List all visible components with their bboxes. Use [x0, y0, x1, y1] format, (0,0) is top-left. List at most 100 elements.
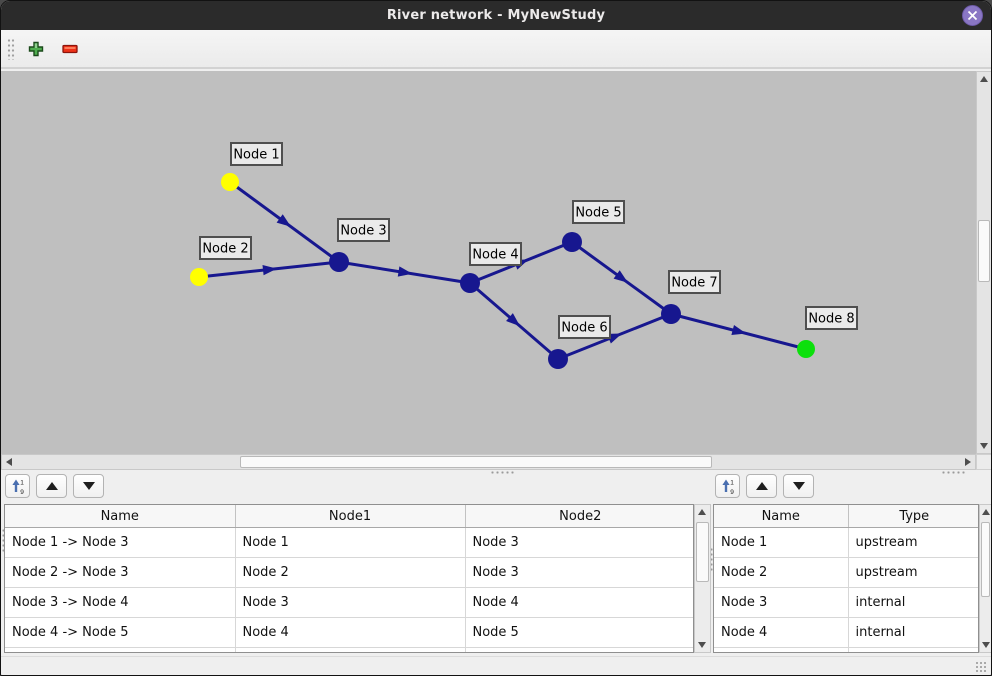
- table-cell[interactable]: [714, 647, 849, 652]
- node-table-scrollbar[interactable]: [979, 504, 991, 653]
- scroll-right-arrow[interactable]: [961, 455, 975, 469]
- table-cell[interactable]: Node 4: [235, 617, 466, 648]
- scroll-down-arrow[interactable]: [977, 439, 991, 453]
- column-header-node2[interactable]: Node2: [465, 505, 693, 528]
- node-sort-button[interactable]: 1 9: [715, 474, 740, 498]
- titlebar[interactable]: River network - MyNewStudy: [1, 1, 991, 31]
- window-title: River network - MyNewStudy: [386, 8, 606, 23]
- table-cell[interactable]: [5, 647, 236, 652]
- splitter-handle-left[interactable]: [490, 471, 516, 474]
- table-cell[interactable]: Node 4: [465, 587, 693, 618]
- branch-sort-button[interactable]: 1 9: [5, 474, 30, 498]
- table-cell[interactable]: internal: [848, 587, 978, 618]
- add-node-button[interactable]: [23, 36, 49, 62]
- flow-arrow-icon: [276, 214, 291, 227]
- table-cell[interactable]: Node 2 -> Node 3: [5, 557, 236, 588]
- scroll-thumb[interactable]: [696, 522, 709, 582]
- table-cell[interactable]: upstream: [848, 557, 978, 588]
- column-header-type[interactable]: Type: [848, 505, 978, 528]
- table-cell[interactable]: [235, 647, 466, 652]
- scroll-up-arrow[interactable]: [695, 505, 709, 519]
- scroll-down-arrow[interactable]: [979, 638, 991, 652]
- table-cell[interactable]: Node 1: [714, 527, 849, 558]
- remove-node-button[interactable]: [57, 36, 83, 62]
- resize-grip[interactable]: [975, 661, 987, 673]
- node-label-box[interactable]: [230, 142, 283, 166]
- branch-row-partial[interactable]: [5, 647, 693, 652]
- node-node6[interactable]: [548, 349, 568, 369]
- node-node8[interactable]: [797, 340, 815, 358]
- table-cell[interactable]: upstream: [848, 527, 978, 558]
- node-node1[interactable]: [221, 173, 239, 191]
- node-move-up-button[interactable]: [746, 474, 777, 498]
- node-table-toolbar: 1 9: [715, 474, 814, 498]
- table-cell[interactable]: Node 3: [465, 557, 693, 588]
- table-cell[interactable]: Node 2: [235, 557, 466, 588]
- node-label-box[interactable]: [558, 315, 611, 339]
- node-label-text: Node 8: [808, 312, 854, 327]
- table-cell[interactable]: Node 5: [465, 617, 693, 648]
- branch-move-down-button[interactable]: [73, 474, 104, 498]
- node-label-box[interactable]: [572, 200, 625, 224]
- scroll-up-arrow[interactable]: [979, 505, 991, 519]
- node-label-box[interactable]: [668, 270, 721, 294]
- table-cell[interactable]: Node 3: [465, 527, 693, 558]
- table-cell[interactable]: Node 4: [714, 617, 849, 648]
- node-node5[interactable]: [562, 232, 582, 252]
- vertical-scroll-thumb[interactable]: [978, 220, 990, 282]
- toolbar-drag-handle[interactable]: [7, 37, 15, 60]
- branch-table-scrollbar[interactable]: [694, 504, 711, 653]
- table-cell[interactable]: Node 3: [235, 587, 466, 618]
- node-node7[interactable]: [661, 304, 681, 324]
- panel-divider-handle[interactable]: [710, 547, 713, 573]
- scroll-left-arrow[interactable]: [2, 455, 16, 469]
- node-label-box[interactable]: [469, 242, 522, 266]
- table-cell[interactable]: Node 4 -> Node 5: [5, 617, 236, 648]
- table-cell[interactable]: Node 1: [235, 527, 466, 558]
- table-cell[interactable]: Node 1 -> Node 3: [5, 527, 236, 558]
- node-row-partial[interactable]: [714, 647, 978, 652]
- table-cell[interactable]: Node 2: [714, 557, 849, 588]
- scroll-up-arrow[interactable]: [977, 72, 991, 86]
- left-panel-handle[interactable]: [2, 528, 5, 554]
- node-label-text: Node 6: [561, 321, 607, 336]
- node-label-box[interactable]: [805, 306, 858, 330]
- canvas-vertical-scrollbar[interactable]: [976, 71, 991, 454]
- node-label-text: Node 1: [233, 148, 279, 163]
- column-header-name[interactable]: Name: [5, 505, 236, 528]
- table-cell[interactable]: internal: [848, 617, 978, 648]
- node-move-down-button[interactable]: [783, 474, 814, 498]
- horizontal-scroll-thumb[interactable]: [240, 456, 712, 468]
- scroll-down-arrow[interactable]: [695, 638, 709, 652]
- move-up-icon: [45, 482, 58, 490]
- splitter-handle-right[interactable]: [941, 471, 967, 474]
- column-header-node1[interactable]: Node1: [235, 505, 466, 528]
- node-node4[interactable]: [460, 273, 480, 293]
- branch-move-up-button[interactable]: [36, 474, 67, 498]
- table-cell[interactable]: Node 3: [714, 587, 849, 618]
- scroll-thumb[interactable]: [981, 522, 990, 597]
- node-node3[interactable]: [329, 252, 349, 272]
- canvas-horizontal-scrollbar[interactable]: [1, 454, 976, 470]
- node-label-box[interactable]: [199, 236, 252, 260]
- column-header-name[interactable]: Name: [714, 505, 849, 528]
- table-cell[interactable]: [465, 647, 693, 652]
- close-button[interactable]: [962, 5, 983, 26]
- flow-arrow-icon: [262, 264, 277, 276]
- node-node2[interactable]: [190, 268, 208, 286]
- table-cell[interactable]: [848, 647, 978, 652]
- node-label-text: Node 3: [340, 224, 386, 239]
- table-cell[interactable]: Node 3 -> Node 4: [5, 587, 236, 618]
- node-label-box[interactable]: [337, 218, 390, 242]
